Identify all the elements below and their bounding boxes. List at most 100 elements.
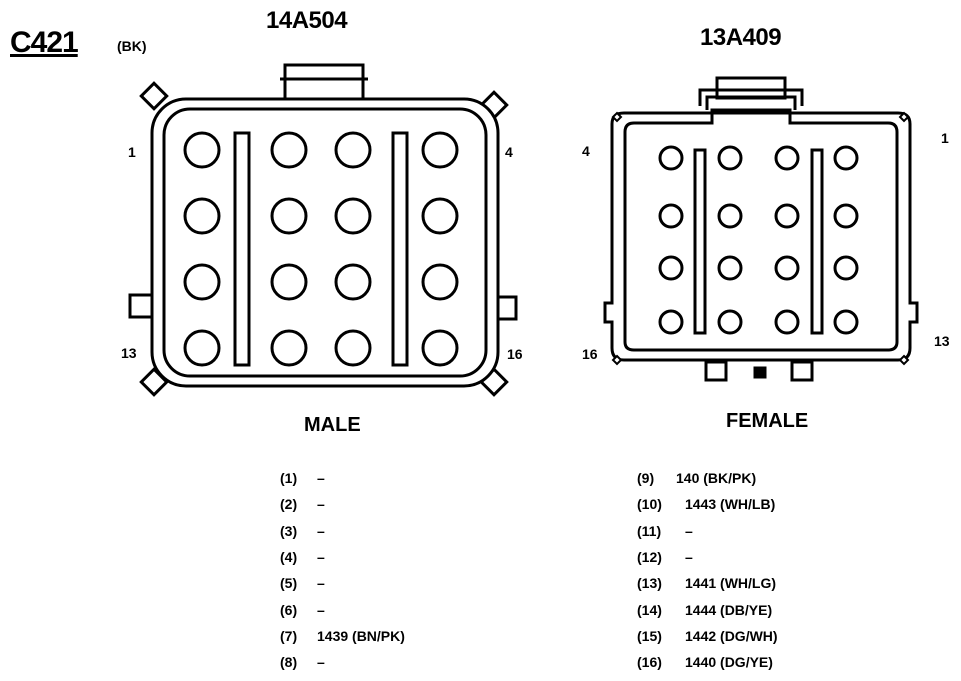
pin-cavity [334,263,372,301]
pin-cavity [270,263,308,301]
pinout-wire-value: 1443 (WH/LB) [685,496,776,513]
pinout-pin-number: (2) [280,496,298,513]
pinout-pin-number: (6) [280,601,298,618]
pinout-wire-value: – [685,522,693,539]
pin-cavity [833,145,859,171]
pinout-wire-value: – [317,496,325,513]
pin-cavity [717,255,743,281]
female-corner-br [898,354,910,366]
pin-cavity [717,145,743,171]
male-body-inner [162,107,488,378]
pinout-wire-value: 1441 (WH/LG) [685,575,777,592]
pin-cavity [774,309,800,335]
male-latch [283,63,365,101]
pin-cavity [334,329,372,367]
pinout-pin-number: (3) [280,522,298,539]
male-label-bottom-right: 16 [507,346,523,362]
pinout-wire-value: 1442 (DG/WH) [685,627,778,644]
pin-cavity [334,131,372,169]
pinout-pin-number: (7) [280,627,298,644]
pinout-wire-value: 1444 (DB/YE) [685,601,773,618]
pinout-wire-value: – [317,548,325,565]
pin-cavity [717,309,743,335]
connector-color: (BK) [117,38,147,54]
pin-cavity [658,145,684,171]
pin-cavity [270,131,308,169]
pin-cavity [833,309,859,335]
female-part-number: 13A409 [700,24,782,51]
pin-cavity [833,203,859,229]
pinout-wire-value: – [317,654,325,671]
pin-cavity [421,197,459,235]
female-corner-tr [898,111,910,123]
pinout-wire-value: 1439 (BN/PK) [317,627,405,644]
female-latch [715,76,787,100]
female-label-bottom-left: 16 [582,346,598,362]
male-label-top-left: 1 [128,144,136,160]
pin-cavity [421,263,459,301]
pin-cavity [183,329,221,367]
male-label: MALE [304,414,361,436]
pin-cavity [334,197,372,235]
pinout-wire-value: 1440 (DG/YE) [685,654,773,671]
pin-cavity [774,255,800,281]
female-body-outer [603,111,919,362]
pin-cavity [774,203,800,229]
pin-cavity [183,197,221,235]
female-connector [603,76,919,382]
pin-cavity [183,131,221,169]
pinout-pin-number: (13) [637,575,662,592]
male-part-number: 14A504 [266,7,348,34]
male-rib-left [233,131,251,367]
pin-cavity [421,329,459,367]
pin-cavity [717,203,743,229]
pinout-pin-number: (8) [280,654,298,671]
female-corner-tl [611,111,623,123]
male-connector [128,63,518,397]
pin-cavity [270,329,308,367]
pin-cavity [658,203,684,229]
pinout-pin-number: (5) [280,575,298,592]
male-body-outer [150,97,500,388]
pinout-pin-number: (15) [637,627,662,644]
pinout-pin-number: (4) [280,548,298,565]
female-label: FEMALE [726,410,809,432]
pin-cavity [183,263,221,301]
female-tab-bottom-left [704,360,728,382]
pinout-pin-number: (12) [637,548,662,565]
pin-cavity [774,145,800,171]
male-tab-left [128,293,154,319]
pin-cavity [658,255,684,281]
pinout-pin-number: (11) [637,522,662,539]
female-tab-bottom-right [790,360,814,382]
pinout-pin-number: (10) [637,496,662,513]
pin-cavity [658,309,684,335]
female-body-inner [623,108,899,352]
female-label-bottom-right: 13 [934,333,950,349]
pinout-pin-number: (16) [637,654,662,671]
female-rib-right [810,148,824,335]
pin-cavity [270,197,308,235]
male-ear-tl [139,81,169,111]
pinout-wire-value: – [317,470,325,486]
pinout-pin-number: (14) [637,601,662,618]
pinout-wire-value: – [317,601,325,618]
male-rib-right [391,131,409,367]
female-key [753,366,767,379]
female-label-top-right: 1 [941,130,949,146]
pin-cavity [421,131,459,169]
pinout-wire-value: – [317,522,325,539]
female-rib-left [693,148,707,335]
pinout-wire-value: – [317,575,325,592]
male-label-top-right: 4 [505,144,513,160]
male-label-bottom-left: 13 [121,345,137,361]
pinout-pin-number: (1) [280,470,298,486]
pinout-pin-number: (9) [637,470,655,486]
female-label-top-left: 4 [582,143,590,159]
pinout-wire-value: 140 (BK/PK) [676,470,757,486]
female-corner-bl [611,354,623,366]
pinout-wire-value: – [685,548,693,565]
pin-cavity [833,255,859,281]
connector-id: C421 [10,26,79,59]
